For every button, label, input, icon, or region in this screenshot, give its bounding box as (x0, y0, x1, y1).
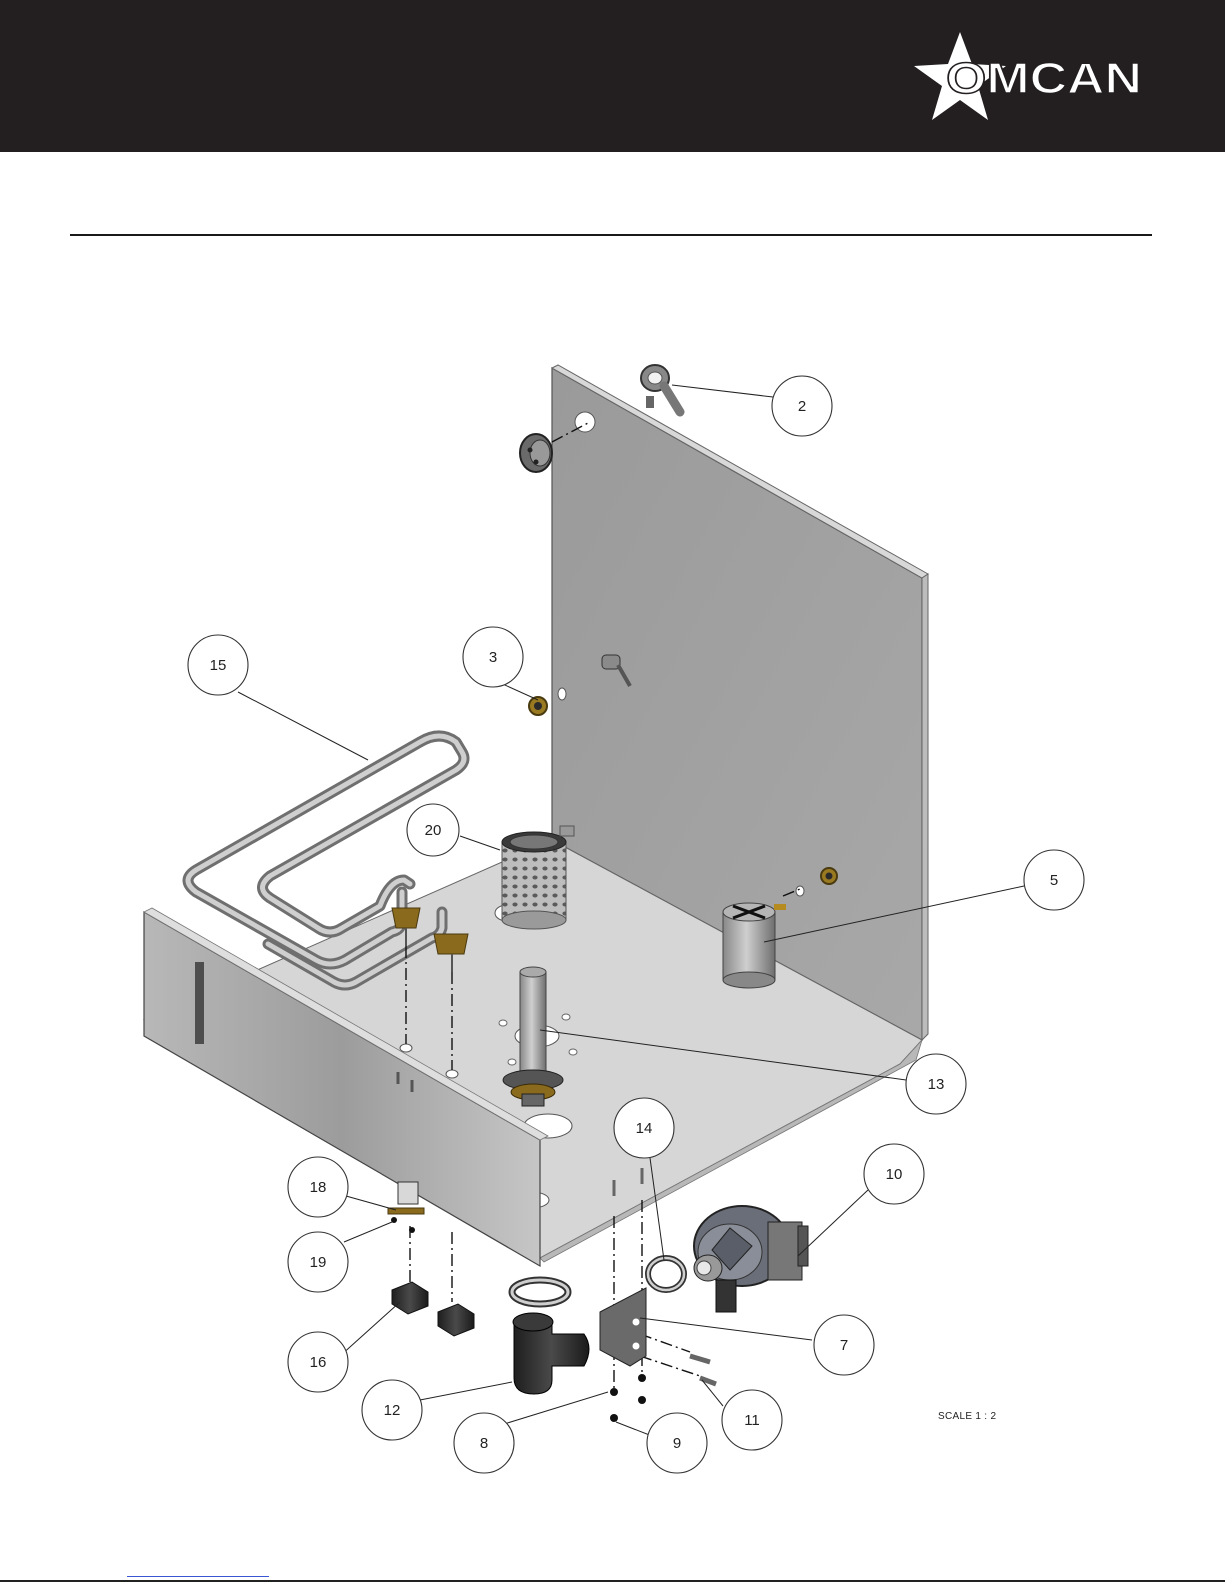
svg-text:12: 12 (384, 1402, 401, 1419)
svg-text:9: 9 (673, 1435, 681, 1452)
filter-basket (502, 826, 574, 929)
footer-rule (0, 1580, 1225, 1582)
svg-text:5: 5 (1050, 872, 1058, 889)
svg-text:16: 16 (310, 1354, 327, 1371)
svg-text:2: 2 (798, 398, 806, 415)
callout-12: 12 (362, 1380, 422, 1440)
callout-3: 3 (463, 627, 523, 687)
svg-text:14: 14 (636, 1120, 653, 1137)
svg-text:11: 11 (744, 1412, 760, 1429)
callout-8: 8 (454, 1413, 514, 1473)
svg-text:13: 13 (928, 1076, 945, 1093)
callout-11: 11 (722, 1390, 782, 1450)
callout-14: 14 (614, 1098, 674, 1158)
svg-text:15: 15 (210, 657, 227, 674)
scale-label: SCALE 1 : 2 (938, 1411, 996, 1422)
callout-9: 9 (647, 1413, 707, 1473)
callout-2: 2 (772, 376, 832, 436)
callout-16: 16 (288, 1332, 348, 1392)
callout-13: 13 (906, 1054, 966, 1114)
svg-text:8: 8 (480, 1435, 488, 1452)
callout-10: 10 (864, 1144, 924, 1204)
callout-7: 7 (814, 1315, 874, 1375)
callout-18: 18 (288, 1157, 348, 1217)
drain-pump (694, 1206, 808, 1312)
callout-15: 15 (188, 635, 248, 695)
callout-5: 5 (1024, 850, 1084, 910)
svg-text:20: 20 (425, 822, 442, 839)
footer-link-underline[interactable] (127, 1576, 269, 1577)
svg-text:7: 7 (840, 1337, 848, 1354)
svg-text:10: 10 (886, 1166, 903, 1183)
svg-text:3: 3 (489, 649, 497, 666)
callout-20: 20 (407, 804, 459, 856)
svg-text:19: 19 (310, 1254, 327, 1271)
svg-text:18: 18 (310, 1179, 327, 1196)
callout-19: 19 (288, 1232, 348, 1292)
